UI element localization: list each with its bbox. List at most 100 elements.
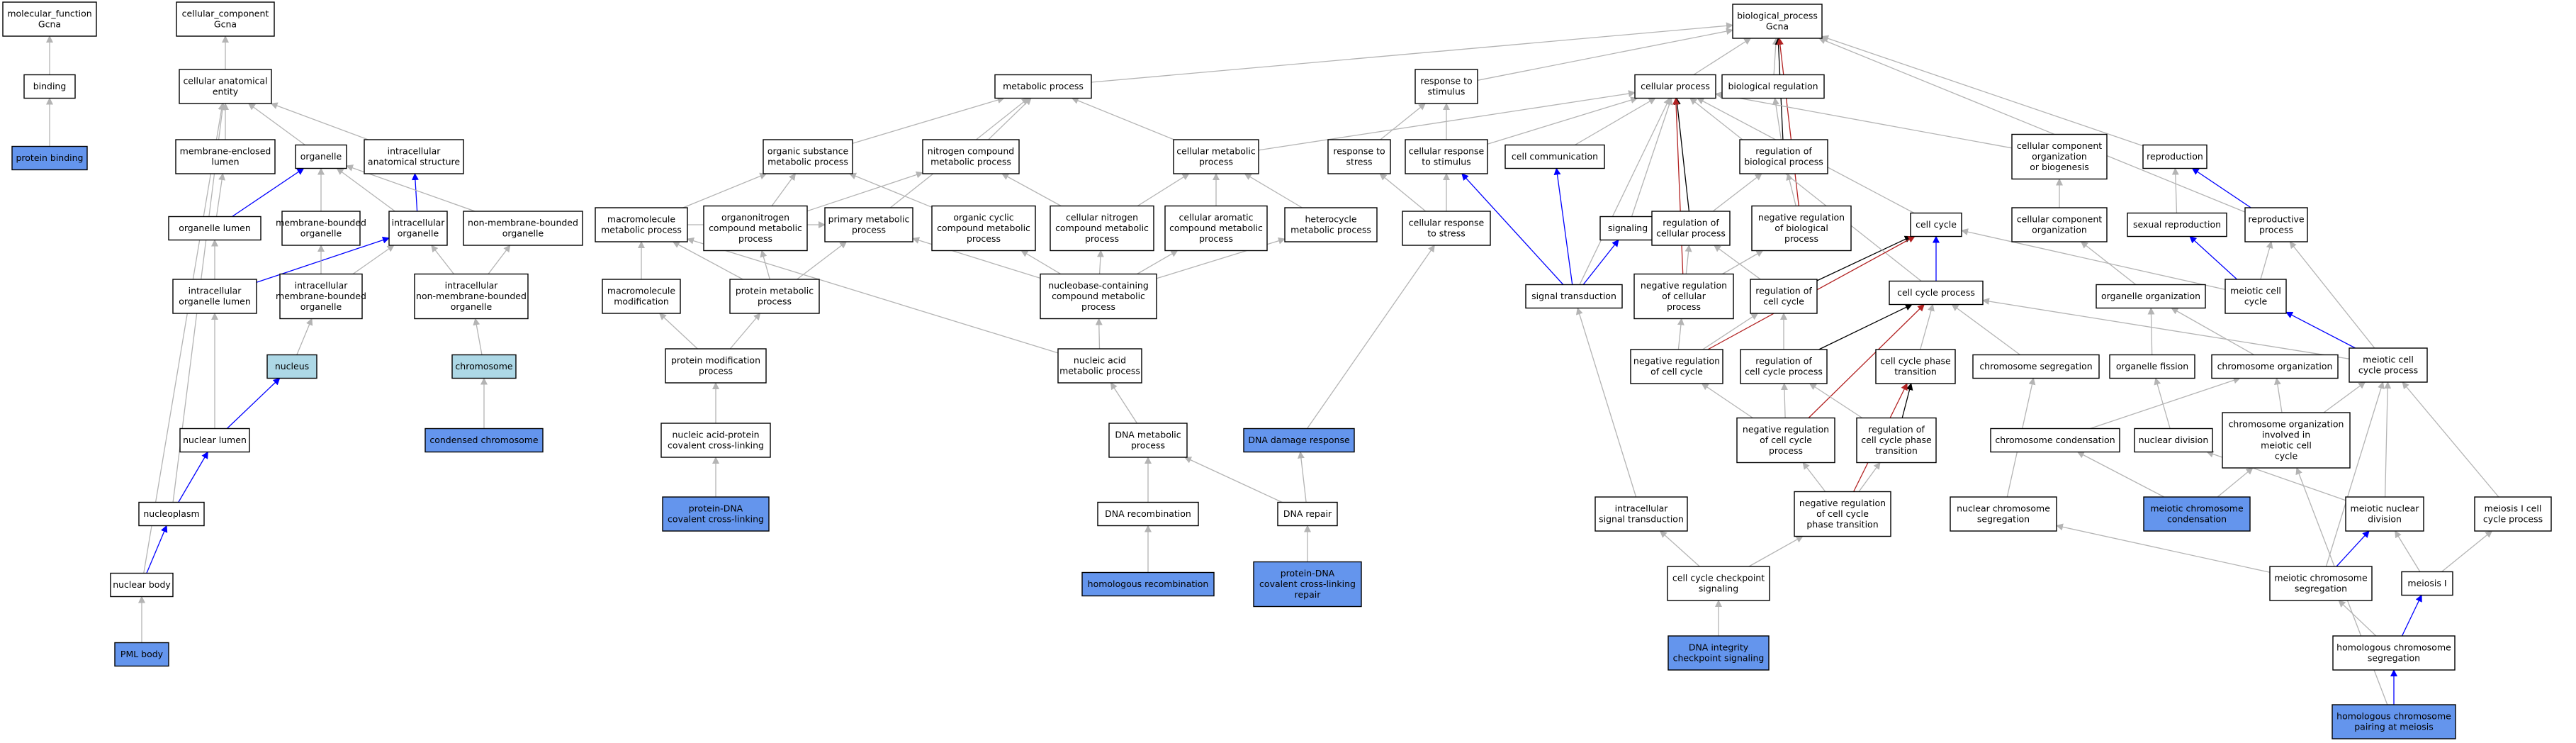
edge-is-a: [1802, 462, 1826, 492]
node-box: [1243, 428, 1355, 453]
node-box: [602, 279, 681, 314]
edge-line: [1702, 313, 1759, 350]
node-label: cell cycle process: [1897, 287, 1975, 298]
node-label-line: cell cycle checkpoint: [1672, 573, 1765, 583]
node-box: [1173, 139, 1259, 174]
node-label-line: macromolecule: [607, 214, 675, 225]
node-box: [2096, 284, 2206, 309]
node-box: [922, 139, 1020, 174]
node-label-line: organelle: [398, 228, 439, 239]
node-label-line: covalent cross-linking: [668, 514, 764, 525]
node-label: meiosis I: [2407, 578, 2446, 588]
edge-is-a: [2395, 530, 2421, 572]
node-label-line: DNA integrity: [1689, 642, 1749, 653]
node-box: [2142, 144, 2207, 169]
edge-line: [687, 237, 1059, 354]
edge-is-a: [806, 171, 923, 212]
node-label: homologous recombination: [1088, 579, 1209, 589]
edge-line: [296, 318, 313, 355]
node-label-line: process: [738, 233, 772, 244]
edge-line: [1701, 383, 1753, 419]
edge-line: [1379, 173, 1427, 212]
node-dnarec: DNA recombination: [1097, 501, 1199, 527]
edge-is-a: [1575, 307, 1637, 498]
node-label-line: condensed chromosome: [429, 435, 539, 445]
node-box: [2332, 635, 2456, 671]
node-label: chromosome segregation: [1979, 361, 2092, 372]
edge-is-a: [771, 173, 796, 206]
node-box: [1739, 139, 1828, 174]
node-chromcond: chromosome condensation: [1990, 428, 2120, 453]
node-box: [1740, 349, 1828, 384]
node-box: [2143, 496, 2251, 532]
edge-line: [143, 103, 225, 574]
node-label: cell communication: [1512, 151, 1598, 162]
node-label-line: intracellular: [295, 280, 349, 291]
edge-is-a: [760, 250, 770, 280]
edge-is-a: [1786, 173, 1796, 206]
edge-line: [352, 245, 395, 275]
node-label: chromosome condensation: [1995, 435, 2115, 445]
node-label-line: primary metabolic: [828, 214, 910, 225]
node-label-line: involved in: [2262, 430, 2310, 440]
node-box: [703, 205, 808, 252]
edge-line: [1776, 38, 1799, 206]
node-label: DNA damage response: [1248, 435, 1350, 445]
node-box: [1856, 417, 1937, 464]
edge-is-a: [2147, 307, 2155, 355]
node-label-line: process: [699, 366, 733, 376]
node-box: [179, 428, 250, 453]
edge-is-a: [1380, 103, 1426, 140]
node-box: [1972, 354, 2100, 379]
node-label-line: process: [758, 296, 792, 307]
node-label-line: meiotic chromosome: [2150, 503, 2244, 514]
node-label-line: regulation of: [1755, 286, 1812, 296]
node-label-line: reproduction: [2147, 151, 2203, 162]
edge-is-a: [1982, 298, 2350, 359]
edge-part-of: [2336, 530, 2370, 567]
node-label-line: compound metabolic: [937, 223, 1030, 233]
node-label-line: organelle: [451, 301, 493, 312]
edge-is-a: [2384, 381, 2392, 498]
node-label-line: process: [1667, 301, 1701, 312]
node-label-line: organelle: [300, 151, 342, 162]
node-label: DNA repair: [1283, 508, 1332, 519]
node-label-line: transition: [1894, 367, 1937, 377]
node-metab: metabolic process: [994, 74, 1092, 99]
node-label-line: DNA damage response: [1248, 435, 1350, 445]
node-label-line: DNA metabolic: [1115, 430, 1181, 440]
node-label: nucleus: [275, 361, 309, 372]
edge-line: [988, 97, 1032, 140]
edge-line: [2260, 241, 2273, 280]
edge-is-a: [848, 172, 933, 208]
node-box: [1910, 212, 1962, 238]
edges-layer: [46, 22, 2499, 705]
node-binding: binding: [23, 74, 76, 99]
